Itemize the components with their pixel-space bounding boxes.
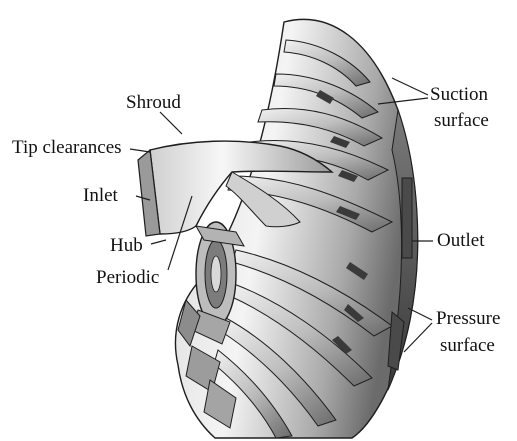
leader-hub [151,240,166,244]
label-pressure-line1: Pressure [436,308,500,329]
label-shroud: Shroud [126,92,181,113]
label-periodic: Periodic [96,267,159,288]
label-hub: Hub [110,235,143,256]
leader-tip-clearances [130,149,150,152]
label-outlet: Outlet [437,230,485,251]
impeller-rotor-graphic [138,19,418,438]
label-pressure-line2: surface [440,335,495,356]
label-tip-clearances: Tip clearances [12,137,122,158]
label-suction-line1: Suction [430,84,489,105]
leader-suction-1 [392,78,428,95]
leader-shroud [160,112,182,134]
label-suction-line2: surface [434,110,489,131]
label-inlet: Inlet [83,185,119,206]
